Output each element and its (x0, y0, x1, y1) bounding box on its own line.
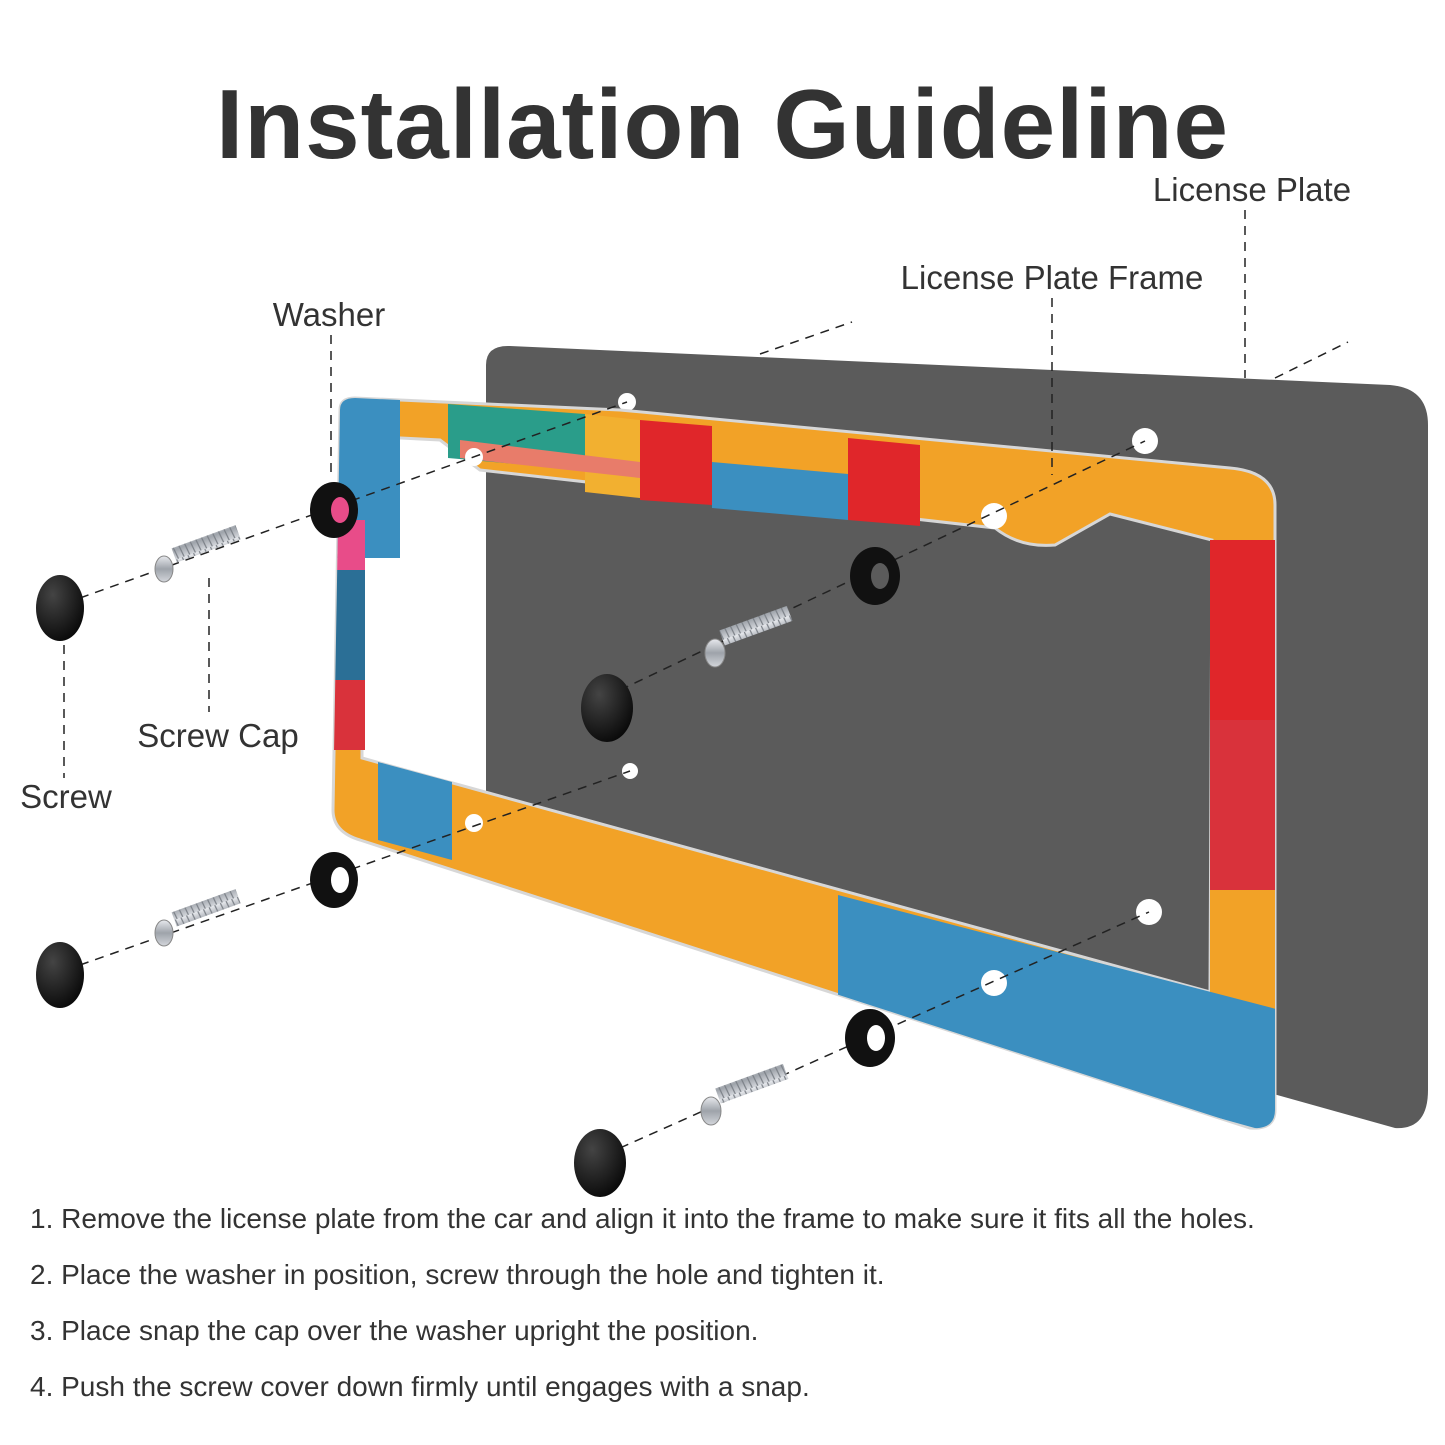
screw (154, 889, 241, 947)
label-screw-cap: Screw Cap (137, 717, 298, 754)
screw (704, 605, 793, 668)
screw-cap (574, 1129, 626, 1197)
label-screw: Screw (20, 778, 112, 815)
license-plate-frame (331, 396, 1277, 1130)
label-license-plate-frame: License Plate Frame (901, 259, 1204, 296)
washer (310, 482, 358, 538)
instruction-step: 2. Place the washer in position, screw t… (30, 1259, 885, 1290)
washer (845, 1009, 895, 1067)
frame-hole (981, 970, 1007, 996)
screw (154, 525, 241, 583)
label-washer: Washer (273, 296, 385, 333)
instruction-step: 4. Push the screw cover down firmly unti… (30, 1371, 810, 1402)
washer (850, 547, 900, 605)
screw (700, 1063, 789, 1126)
page-title: Installation Guideline (215, 69, 1229, 179)
washer (310, 852, 358, 908)
screw-cap (36, 575, 84, 641)
screw-cap (581, 674, 633, 742)
instruction-step: 3. Place snap the cap over the washer up… (30, 1315, 759, 1346)
instruction-steps: 1. Remove the license plate from the car… (30, 1196, 1255, 1420)
instruction-step: 1. Remove the license plate from the car… (30, 1203, 1255, 1234)
frame-hole (981, 503, 1007, 529)
frame-hole (465, 814, 483, 832)
screw-cap (36, 942, 84, 1008)
label-license-plate: License Plate (1153, 171, 1351, 208)
